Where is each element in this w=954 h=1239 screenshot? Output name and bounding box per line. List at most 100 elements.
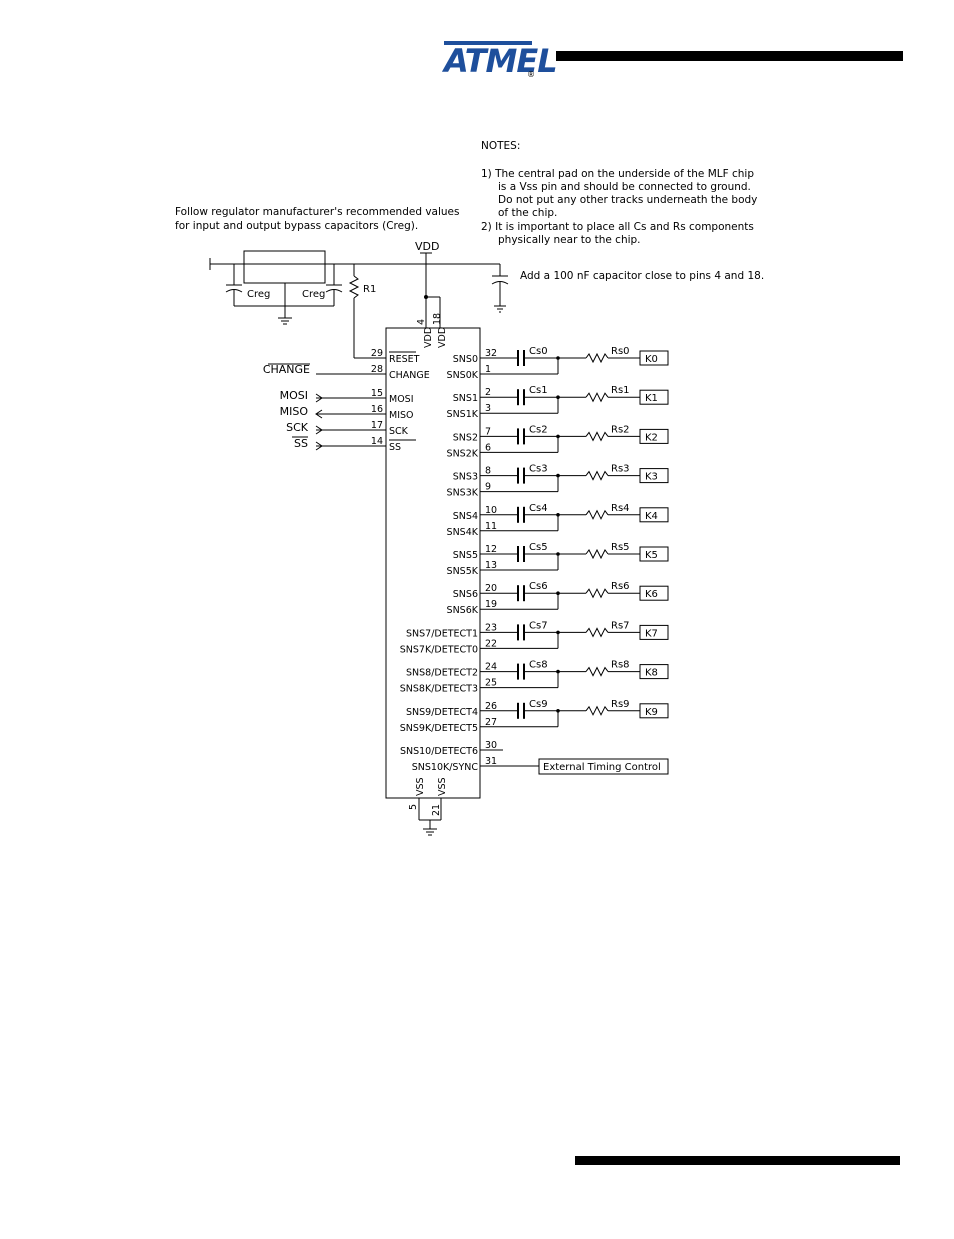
regulator-note-line: Follow regulator manufacturer's recommen… — [175, 206, 459, 218]
left-pin-name: SCK — [389, 426, 409, 437]
key-box — [639, 703, 669, 719]
snsk-pin-num: 6 — [485, 442, 491, 453]
left-pin-num: 16 — [371, 404, 383, 415]
footer-rule — [575, 1156, 900, 1165]
spi-signal-label: MISO — [280, 405, 309, 418]
key-label: K0 — [645, 354, 658, 365]
cs-label: Cs8 — [529, 660, 548, 671]
sns-pin-num: 2 — [485, 387, 491, 398]
junction-dot — [556, 356, 560, 360]
sns-pin-name: SNS0 — [453, 354, 478, 365]
extra-pin-name: SNS10/DETECT6 — [400, 746, 478, 757]
key-box — [639, 389, 669, 405]
rs-resistor — [585, 470, 609, 481]
snsk-pin-num: 25 — [485, 678, 497, 689]
external-timing-box — [538, 758, 669, 775]
input-arrow — [315, 393, 323, 403]
snsk-pin-name: SNS1K — [447, 409, 479, 420]
left-pin-name: SS — [389, 442, 401, 453]
rs-label: Rs6 — [611, 581, 630, 592]
rs-label: Rs8 — [611, 660, 630, 671]
sns-pin-name: SNS2 — [453, 432, 478, 443]
rs-label: Rs4 — [611, 503, 630, 514]
output-arrow — [315, 409, 323, 419]
junction-dot — [556, 395, 560, 400]
rs-label: Rs3 — [611, 464, 630, 475]
external-timing-label: External Timing Control — [543, 762, 661, 773]
notes-line: 2) It is important to place all Cs and R… — [481, 221, 754, 233]
left-pins: 29RESET28CHANGECHANGE15MOSIMOSI16MISOMIS… — [263, 348, 430, 453]
logo-registered-mark: ® — [527, 70, 535, 79]
snsk-pin-num: 27 — [485, 717, 497, 728]
junction-dot — [556, 513, 560, 517]
notes-line: Do not put any other tracks underneath t… — [498, 194, 757, 206]
sns-pin-name: SNS3 — [453, 472, 478, 483]
snsk-pin-name: SNS4K — [447, 527, 479, 538]
key-box — [639, 624, 669, 640]
key-label: K3 — [645, 472, 658, 483]
key-box — [639, 350, 669, 366]
sns-pin-num: 23 — [485, 622, 497, 633]
sns-pin-num: 7 — [485, 426, 491, 437]
creg-left-label: Creg — [247, 289, 270, 300]
creg-right-label: Creg — [302, 289, 325, 300]
notes-block: NOTES: 1) The central pad on the undersi… — [481, 140, 757, 246]
logo-text: ATMEL — [441, 42, 557, 80]
sns-pin-name: SNS8/DETECT2 — [406, 668, 478, 679]
cs-label: Cs7 — [529, 620, 548, 631]
left-pin-num: 17 — [371, 420, 383, 431]
bottom-pin-name: VSS — [415, 777, 426, 796]
key-label: K5 — [645, 550, 658, 561]
snsk-pin-num: 13 — [485, 560, 497, 571]
top-pin-name: VDD — [437, 327, 448, 348]
left-pin-num: 29 — [371, 348, 383, 359]
rs-resistor — [585, 509, 609, 520]
snsk-pin-name: SNS9K/DETECT5 — [400, 723, 478, 734]
sns-pin-name: SNS1 — [453, 393, 478, 404]
cs-label: Cs0 — [529, 346, 548, 357]
key-box — [639, 546, 669, 562]
snsk-pin-name: SNS2K — [447, 448, 479, 459]
cs-label: Cs4 — [529, 503, 548, 514]
key-label: K7 — [645, 628, 658, 639]
junction-dot — [556, 709, 560, 713]
r1-label: R1 — [363, 284, 376, 295]
vdd-label: VDD — [415, 240, 439, 253]
sns-pin-num: 26 — [485, 701, 497, 712]
key-label: K8 — [645, 668, 658, 679]
junction-dot — [556, 434, 560, 439]
notes-line: of the chip. — [498, 207, 557, 219]
rs-resistor — [585, 588, 609, 599]
rs-label: Rs0 — [611, 346, 630, 357]
chip-body — [385, 327, 481, 799]
junction-dot — [556, 473, 560, 478]
key-label: K4 — [645, 511, 658, 522]
bottom-pin-num: 5 — [408, 804, 419, 810]
cap-note: Add a 100 nF capacitor close to pins 4 a… — [520, 270, 764, 282]
top-pin-name: VDD — [423, 327, 434, 348]
rs-resistor — [585, 548, 609, 560]
rs-label: Rs9 — [611, 699, 630, 710]
extra-pin-name: SNS10K/SYNC — [412, 762, 479, 773]
left-pin-name: RESET — [389, 354, 420, 365]
rs-label: Rs2 — [611, 424, 630, 435]
rs-resistor — [585, 392, 609, 403]
snsk-pin-name: SNS3K — [447, 488, 479, 499]
junction-dot — [556, 591, 560, 595]
junction-dot — [556, 552, 560, 556]
notes-title: NOTES: — [481, 140, 520, 152]
cs-label: Cs1 — [529, 385, 548, 396]
left-pin-num: 15 — [371, 388, 383, 399]
notes-line: physically near to the chip. — [498, 234, 641, 246]
key-label: K6 — [645, 589, 658, 600]
change-signal-label: CHANGE — [263, 363, 310, 376]
left-pin-num: 28 — [371, 364, 383, 375]
top-pin-num: 18 — [432, 313, 443, 325]
